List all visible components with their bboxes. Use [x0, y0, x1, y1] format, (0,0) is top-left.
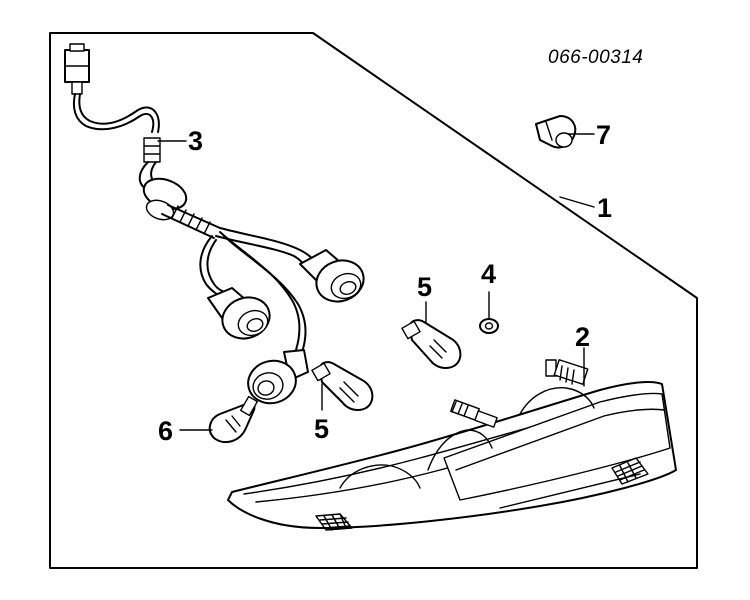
diagram-frame	[49, 32, 698, 569]
wiring-harness	[64, 43, 365, 405]
part-code: 066-00314	[548, 47, 643, 68]
bulb-socket-upper	[299, 249, 365, 303]
washer-4	[479, 318, 499, 334]
callout-5-upper: 5	[417, 272, 432, 302]
callout-3: 3	[188, 126, 203, 156]
bulb-5-upper	[401, 319, 462, 369]
callout-5-lower: 5	[314, 414, 329, 444]
bulb-socket-lower	[247, 349, 309, 405]
callout-6: 6	[158, 416, 173, 446]
callout-7: 7	[596, 120, 611, 150]
callout-2: 2	[575, 322, 590, 352]
lamp-assembly	[227, 359, 677, 531]
callout-4: 4	[481, 259, 496, 289]
callout-1: 1	[597, 193, 612, 223]
bulb-5-lower	[311, 361, 374, 411]
leader-lines	[157, 133, 595, 431]
bulb-socket-middle	[207, 287, 271, 340]
bulb-6	[208, 395, 259, 444]
clip-7	[535, 115, 577, 149]
